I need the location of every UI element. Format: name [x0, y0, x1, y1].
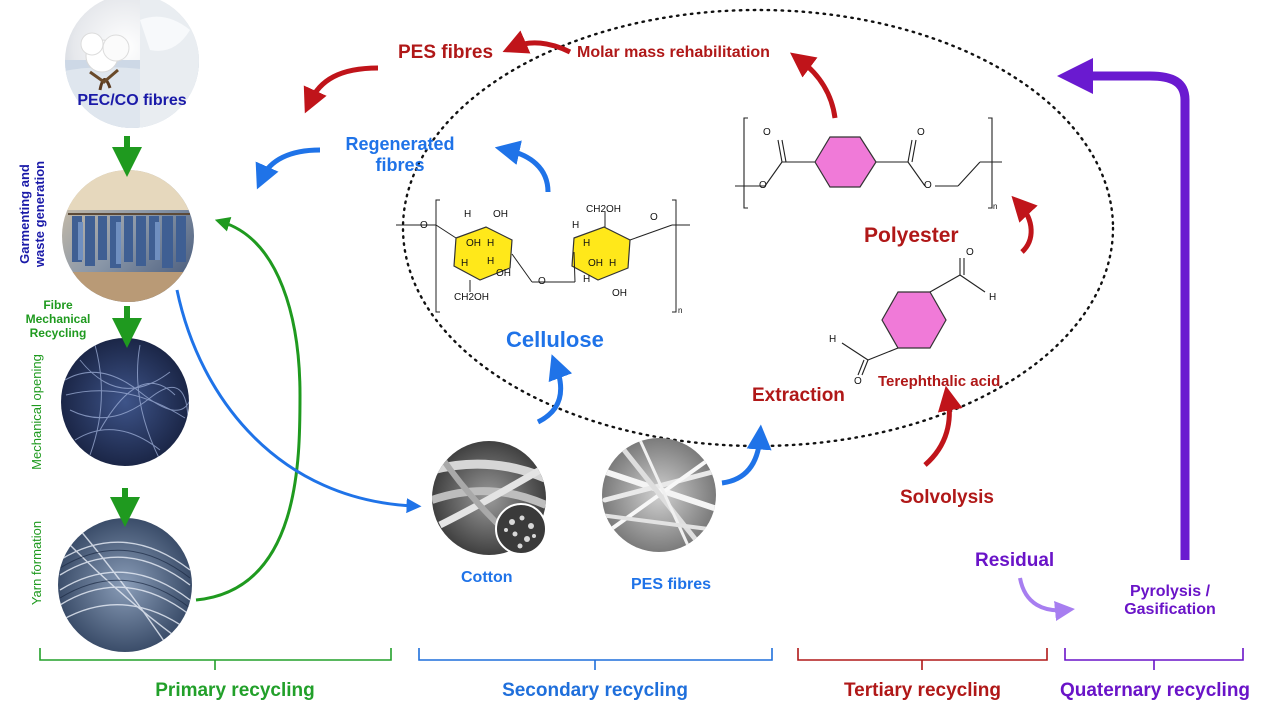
secondary-arrows — [175, 140, 772, 514]
chem-n: n — [678, 306, 683, 315]
arrow-pes-to-extraction — [721, 424, 772, 486]
chem-o: O — [917, 127, 925, 138]
quaternary-arrows — [1018, 58, 1190, 621]
arrow-pes-to-garment — [303, 65, 379, 114]
chem-h: H — [487, 256, 495, 267]
chem-n: n — [993, 202, 998, 211]
quaternary-recycling-label: Quaternary recycling — [1059, 680, 1251, 701]
pet-structure — [735, 117, 1002, 209]
pes-fibres-tertiary-label: PES fibres — [398, 42, 494, 63]
mechanical-opening-image — [61, 338, 189, 466]
mechanical-opening-label: Mechanical opening — [29, 354, 44, 470]
pec-co-fibres-image — [65, 0, 199, 128]
molar-mass-label: Molar mass rehabilitation — [577, 44, 770, 61]
pes-fibres-sem-image — [602, 438, 716, 552]
garmenting-label: Garmenting and waste generation — [17, 154, 50, 274]
fibre-mech-line1: Fibre — [43, 298, 73, 312]
terephthalic-structure — [841, 258, 986, 376]
extraction-label: Extraction — [752, 385, 845, 406]
pyrolysis-line1: Pyrolysis / — [1129, 583, 1211, 600]
secondary-recycling-label: Secondary recycling — [502, 680, 688, 701]
chem-oh: OH — [466, 238, 481, 249]
tertiary-arrows — [303, 30, 1038, 467]
primary-recycling-label: Primary recycling — [155, 680, 315, 701]
regenerated-line1: Regenerated — [345, 134, 455, 154]
arrow-polyester-to-molar — [790, 52, 838, 119]
fibre-mech-line3: Recycling — [29, 325, 87, 340]
chem-h: H — [609, 258, 617, 269]
arrow-pyrolysis-to-molar — [1057, 58, 1190, 560]
arrow-regenerated-to-garment — [255, 147, 321, 190]
terephthalic-acid-label: Terephthalic acid — [878, 373, 1001, 390]
garmenting-store-image — [62, 170, 194, 302]
pyrolysis-gasification-label: Pyrolysis / Gasification — [1100, 583, 1240, 620]
arrow-cellulose-to-regenerated — [494, 140, 551, 193]
chem-o: O — [966, 247, 974, 258]
chem-h: H — [583, 238, 591, 249]
chem-o: O — [854, 376, 862, 387]
pyrolysis-line2: Gasification — [1124, 601, 1216, 619]
arrow-garment-to-cotton — [175, 289, 422, 514]
chem-h: H — [487, 238, 495, 249]
chem-o: O — [420, 220, 428, 231]
arrow-solvolysis-to-terephthalic — [923, 385, 963, 467]
chem-h: H — [464, 209, 472, 220]
tertiary-cycle-ellipse — [401, 8, 1115, 448]
pec-co-fibres-label: PEC/CO fibres — [77, 92, 187, 109]
chem-o: O — [924, 180, 932, 191]
pes-fibres-secondary-label: PES fibres — [631, 576, 712, 593]
chem-ch2oh: CH2OH — [454, 292, 490, 303]
regenerated-fibres-label: Regenerated fibres — [340, 134, 460, 175]
regenerated-line2: fibres — [375, 154, 425, 175]
chem-oh: OH — [588, 258, 603, 269]
chem-h: H — [583, 274, 591, 285]
garmenting-line2: waste generation — [31, 160, 47, 268]
cotton-sem-image — [432, 441, 547, 555]
chem-h: H — [572, 220, 580, 231]
arrow-terephthalic-to-polyester — [1011, 195, 1038, 254]
chem-oh: OH — [496, 268, 511, 279]
chem-oh: OH — [612, 288, 627, 299]
chem-o: O — [763, 127, 771, 138]
chem-oh: OH — [493, 209, 508, 220]
chem-h: H — [989, 292, 997, 303]
chem-o: O — [538, 276, 546, 287]
recycling-brackets — [39, 648, 1244, 670]
yarn-formation-image — [58, 518, 192, 652]
arrow-molar-to-pes — [502, 30, 572, 55]
garmenting-line1: Garmenting and — [17, 164, 32, 264]
cotton-label: Cotton — [461, 569, 513, 586]
arrow-residual-to-pyrolysis — [1018, 577, 1075, 621]
fibre-mechanical-recycling-label: Fibre Mechanical Recycling — [18, 298, 98, 340]
chem-h: H — [829, 334, 837, 345]
cellulose-structure — [396, 199, 690, 313]
arrow-yarn-to-garment — [195, 217, 302, 602]
arrow-cotton-to-cellulose — [536, 354, 573, 425]
residual-label: Residual — [975, 550, 1055, 571]
chem-o: O — [759, 180, 767, 191]
primary-arrows — [110, 136, 302, 602]
yarn-formation-label: Yarn formation — [29, 520, 44, 606]
solvolysis-label: Solvolysis — [900, 487, 994, 508]
cellulose-label: Cellulose — [506, 327, 604, 352]
polyester-label: Polyester — [864, 224, 959, 247]
chem-o: O — [650, 212, 658, 223]
chem-h: H — [461, 258, 469, 269]
tertiary-recycling-label: Tertiary recycling — [843, 680, 1001, 701]
fibre-mech-line2: Mechanical — [25, 311, 91, 326]
chem-ch2oh: CH2OH — [586, 204, 622, 215]
